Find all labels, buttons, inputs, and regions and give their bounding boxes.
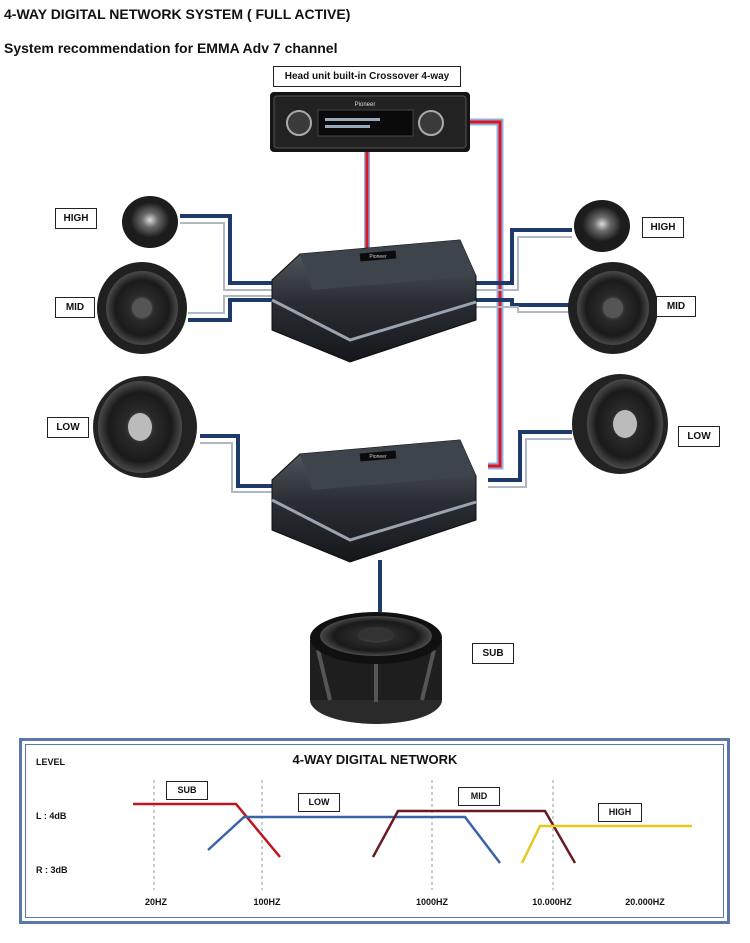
series-line-high (520, 824, 692, 864)
system-diagram: Pioneer Pioneer Pioneer (93, 92, 668, 724)
amp-brand-upper: Pioneer (369, 254, 387, 260)
chart-ylabel: LEVEL (36, 757, 66, 767)
woofer-left-icon (93, 376, 197, 478)
label-low-right: LOW (678, 426, 720, 447)
x-tick-label: 100HZ (253, 897, 281, 907)
chart-title: 4-WAY DIGITAL NETWORK (292, 752, 458, 767)
series-line-sub (133, 802, 281, 858)
series-line-mid (371, 809, 577, 864)
legend-high: HIGH (598, 803, 642, 822)
label-high-right: HIGH (642, 217, 684, 238)
legend-sub: SUB (166, 781, 208, 800)
label-mid-right: MID (656, 296, 696, 317)
label-sub: SUB (472, 643, 514, 664)
page-subtitle: System recommendation for EMMA Adv 7 cha… (4, 40, 338, 56)
head-unit-brand: Pioneer (355, 102, 376, 108)
amplifier-lower: Pioneer (271, 439, 477, 563)
subwoofer-icon (310, 612, 442, 724)
head-unit-label: Head unit built-in Crossover 4-way (273, 66, 461, 87)
tweeter-left-icon (122, 196, 178, 248)
x-tick-label: 1000HZ (415, 897, 449, 907)
x-tick-label: 20HZ (144, 897, 168, 907)
tweeter-right-icon (574, 200, 630, 252)
label-low-left: LOW (47, 417, 89, 438)
head-unit: Pioneer (270, 92, 470, 152)
y-tick-label: L : 4dB (36, 811, 67, 821)
label-high-left: HIGH (55, 208, 97, 229)
label-mid-left: MID (55, 297, 95, 318)
x-tick-label: 20.000HZ (625, 897, 665, 907)
woofer-right-icon (572, 374, 668, 474)
x-tick-label: 10.000HZ (532, 897, 572, 907)
y-tick-label: R : 3dB (36, 865, 68, 875)
signal-cables (364, 118, 504, 470)
midrange-right-icon (568, 262, 658, 354)
amplifier-upper: Pioneer (271, 239, 477, 363)
legend-low: LOW (298, 793, 340, 812)
crossover-curves (133, 780, 692, 890)
legend-mid: MID (458, 787, 500, 806)
crossover-chart-frame (19, 738, 730, 924)
midrange-left-icon (97, 262, 187, 354)
page-title: 4-WAY DIGITAL NETWORK SYSTEM ( FULL ACTI… (4, 6, 351, 22)
chart-gridlines (153, 780, 554, 890)
speaker-wires (180, 214, 572, 612)
amp-brand-lower: Pioneer (369, 454, 387, 460)
series-line-low (207, 815, 501, 864)
